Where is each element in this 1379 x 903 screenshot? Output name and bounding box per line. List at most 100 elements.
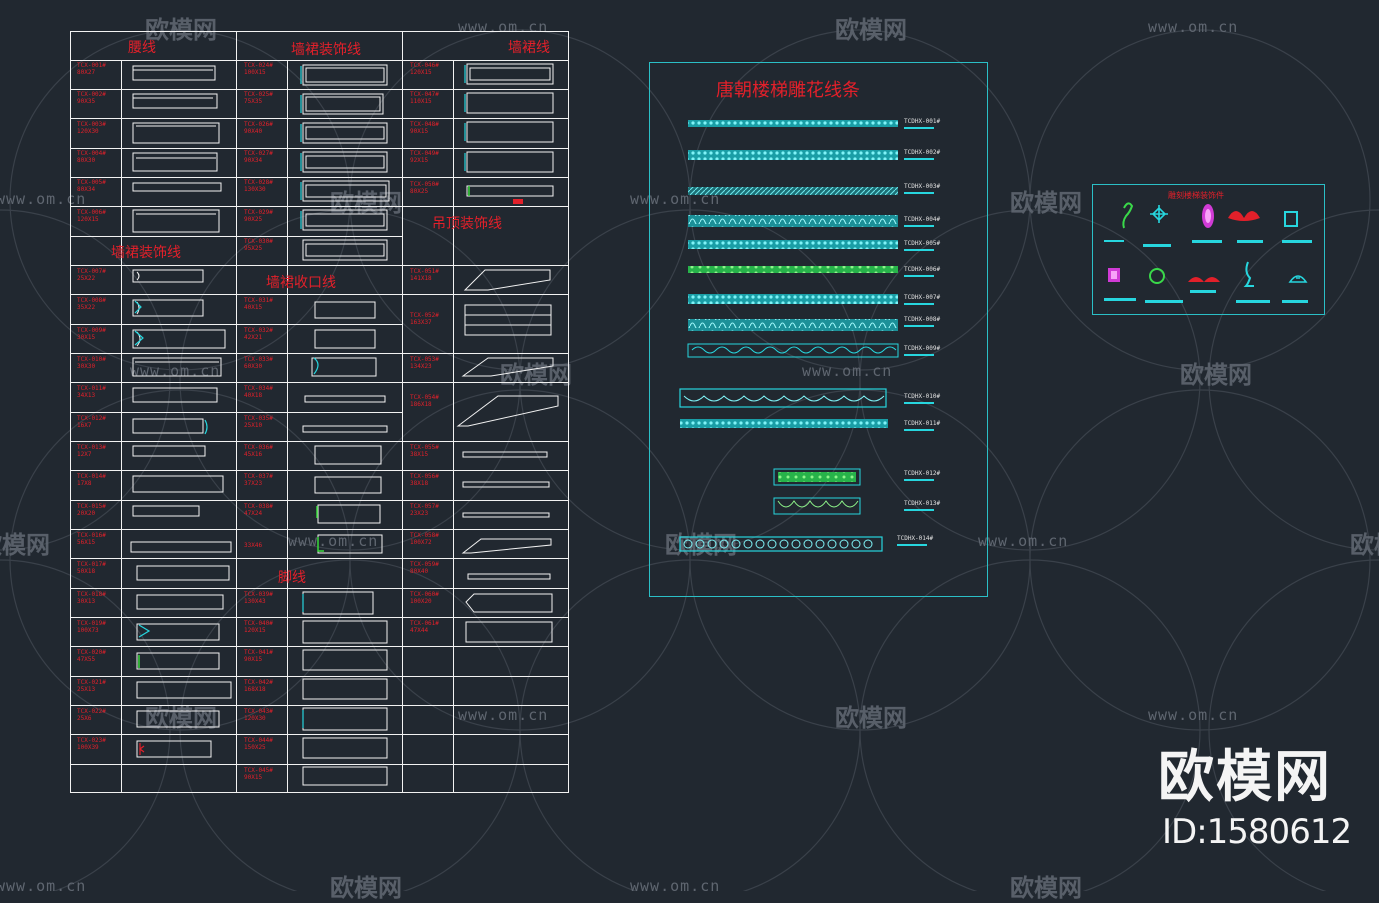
profile-code: TCX-051# 141X18: [410, 268, 439, 282]
watermark-brand: 欧模网: [665, 531, 737, 559]
header-skirting: 脚线: [278, 570, 306, 586]
profile-code: TCX-055# 38X15: [410, 444, 439, 458]
profile-code: TCX-012# 16X7: [77, 415, 106, 429]
center-sheet-title: 唐朝楼梯雕花线条: [716, 80, 860, 101]
watermark-url: www.om.cn: [458, 706, 549, 724]
carved-line-label: TCDHX-013#: [904, 500, 941, 507]
profile-code: TCX-058# 100X72: [410, 532, 439, 546]
watermark-brand: 欧模网: [1010, 189, 1082, 217]
profile-code: TCX-026# 90X40: [244, 121, 273, 135]
profile-code: TCX-021# 25X13: [77, 679, 106, 693]
center-sheet-frame: [649, 62, 988, 597]
profile-code: TCX-047# 110X15: [410, 91, 439, 105]
profile-code: TCX-039# 130X43: [244, 591, 273, 605]
profile-code: TCX-019# 100X73: [77, 620, 106, 634]
watermark-url: www.om.cn: [1148, 18, 1239, 36]
carved-line-label: TCDHX-005#: [904, 240, 941, 247]
profile-code: TCX-025# 75X35: [244, 91, 273, 105]
brand-logo-big: 欧模网: [1158, 745, 1332, 810]
watermark-url: www.om.cn: [802, 362, 893, 380]
profile-code: TCX-023# 100X39: [77, 737, 106, 751]
profile-code: TCX-020# 47X55: [77, 649, 106, 663]
profile-code: TCX-013# 12X7: [77, 444, 106, 458]
watermark-brand: 欧模网: [145, 16, 217, 44]
profile-code: TCX-059# 80X40: [410, 561, 439, 575]
label-underline: [904, 354, 934, 356]
profile-code: TCX-029# 90X25: [244, 209, 273, 223]
label-underline: [904, 192, 934, 194]
profile-code: TCX-030# 95X25: [244, 238, 273, 252]
carved-line-label: TCDHX-011#: [904, 420, 941, 427]
label-underline: [904, 158, 934, 160]
label-underline: [904, 225, 934, 227]
profile-code: TCX-036# 45X16: [244, 444, 273, 458]
profile-code: TCX-035# 25X10: [244, 415, 273, 429]
profile-code: TCX-049# 92X15: [410, 150, 439, 164]
watermark-url: www.om.cn: [0, 190, 87, 208]
profile-code: TCX-005# 80X34: [77, 179, 106, 193]
carved-line-label: TCDHX-009#: [904, 345, 941, 352]
profile-code: 33X46: [244, 542, 263, 549]
profile-code: TCX-003# 120X30: [77, 121, 106, 135]
profile-code: TCX-042# 168X18: [244, 679, 273, 693]
label-underline: [904, 325, 934, 327]
profile-code: TCX-027# 90X34: [244, 150, 273, 164]
label-underline: [904, 275, 934, 277]
header-wainscot-deco-2: 墙裙装饰线: [111, 245, 181, 261]
profile-code: TCX-053# 134X23: [410, 356, 439, 370]
carved-line-label: TCDHX-002#: [904, 149, 941, 156]
profile-code: TCX-048# 90X15: [410, 121, 439, 135]
profile-code: TCX-008# 35X22: [77, 297, 106, 311]
watermark-url: www.om.cn: [1148, 706, 1239, 724]
label-underline: [904, 429, 934, 431]
watermark-brand: 欧模网: [1180, 361, 1252, 389]
label-underline: [897, 544, 927, 546]
profile-code: TCX-050# 80X25: [410, 181, 439, 195]
profile-code: TCX-056# 38X18: [410, 473, 439, 487]
profile-code: TCX-045# 90X15: [244, 767, 273, 781]
carved-line-label: TCDHX-007#: [904, 294, 941, 301]
profile-code: TCX-044# 150X25: [244, 737, 273, 751]
carved-line-label: TCDHX-006#: [904, 266, 941, 273]
profile-code: TCX-024# 100X15: [244, 62, 273, 76]
profile-code: TCX-001# 80X27: [77, 62, 106, 76]
profile-code: TCX-011# 34X13: [77, 385, 106, 399]
profile-code: TCX-016# 56X15: [77, 532, 106, 546]
header-waist-line: 腰线: [128, 40, 156, 56]
profile-code: TCX-031# 40X15: [244, 297, 273, 311]
carved-line-label: TCDHX-003#: [904, 183, 941, 190]
profile-code: TCX-022# 25X6: [77, 708, 106, 722]
profile-code: TCX-014# 17X8: [77, 473, 106, 487]
label-underline: [904, 509, 934, 511]
carved-line-label: TCDHX-001#: [904, 118, 941, 125]
header-wainscot-line: 墙裙线: [508, 40, 550, 56]
profile-code: TCX-041# 90X15: [244, 649, 273, 663]
label-underline: [904, 402, 934, 404]
profile-code: TCX-033# 60X30: [244, 356, 273, 370]
carved-line-label: TCDHX-010#: [904, 393, 941, 400]
profile-code: TCX-061# 47X44: [410, 620, 439, 634]
profile-code: TCX-037# 37X23: [244, 473, 273, 487]
label-underline: [904, 127, 934, 129]
profile-code: TCX-009# 30X15: [77, 327, 106, 341]
carved-line-label: TCDHX-004#: [904, 216, 941, 223]
profile-code: TCX-054# 186X18: [410, 394, 439, 408]
profile-code: TCX-028# 130X30: [244, 179, 273, 193]
profile-code: TCX-060# 100X20: [410, 591, 439, 605]
right-sheet-title: 雕刻楼梯装饰件: [1168, 191, 1224, 200]
profile-code: TCX-010# 30X30: [77, 356, 106, 370]
carved-line-label: TCDHX-008#: [904, 316, 941, 323]
profile-code: TCX-006# 120X15: [77, 209, 106, 223]
label-underline: [904, 249, 934, 251]
profile-code: TCX-043# 120X30: [244, 708, 273, 722]
watermark-url: www.om.cn: [978, 532, 1069, 550]
asset-id: ID:1580612: [1162, 812, 1352, 852]
watermark-brand: 欧模网: [1350, 531, 1379, 559]
profile-code: TCX-015# 20X20: [77, 503, 106, 517]
profile-code: TCX-057# 23X23: [410, 503, 439, 517]
profile-code: TCX-002# 90X35: [77, 91, 106, 105]
watermark-url: www.om.cn: [288, 532, 379, 550]
